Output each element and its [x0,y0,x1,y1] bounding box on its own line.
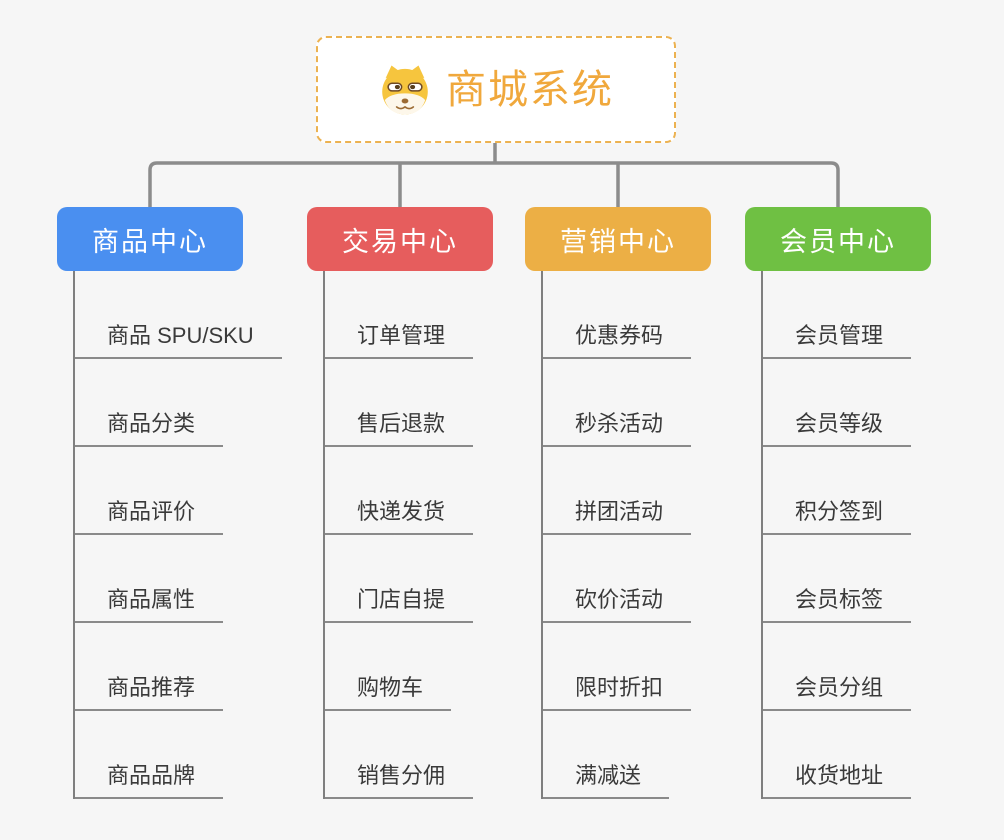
topic-item[interactable]: 售后退款 [325,359,474,447]
topic-item[interactable]: 会员标签 [763,535,912,623]
topic-item[interactable]: 快递发货 [325,447,474,535]
topic-item[interactable]: 满减送 [543,711,670,799]
dog-face-icon [382,65,428,114]
branch-member-center-children: 会员管理 会员等级 积分签到 会员标签 会员分组 收货地址 [761,271,912,799]
branch-member-center-box[interactable]: 会员中心 [745,207,931,271]
branch-product-center-children: 商品 SPU/SKU 商品分类 商品评价 商品属性 商品推荐 商品品牌 [73,271,282,799]
branch-marketing-center-children: 优惠券码 秒杀活动 拼团活动 砍价活动 限时折扣 满减送 [541,271,692,799]
branch-member-center: 会员中心 会员管理 会员等级 积分签到 会员标签 会员分组 收货地址 [745,207,931,799]
topic-item[interactable]: 秒杀活动 [543,359,692,447]
branch-trade-center-children: 订单管理 售后退款 快递发货 门店自提 购物车 销售分佣 [323,271,474,799]
branch-marketing-center-box[interactable]: 营销中心 [525,207,711,271]
topic-item[interactable]: 拼团活动 [543,447,692,535]
topic-item[interactable]: 优惠券码 [543,271,692,359]
topic-item[interactable]: 收货地址 [763,711,912,799]
topic-item[interactable]: 商品评价 [75,447,224,535]
topic-item[interactable]: 商品分类 [75,359,224,447]
branch-product-center-box[interactable]: 商品中心 [57,207,243,271]
root-topic[interactable]: 商城系统 [316,36,676,143]
topic-item[interactable]: 商品属性 [75,535,224,623]
topic-item[interactable]: 销售分佣 [325,711,474,799]
branch-trade-center-box[interactable]: 交易中心 [307,207,493,271]
topic-item[interactable]: 购物车 [325,623,452,711]
topic-item[interactable]: 商品推荐 [75,623,224,711]
topic-item[interactable]: 商品 SPU/SKU [75,271,282,359]
topic-item[interactable]: 砍价活动 [543,535,692,623]
topic-item[interactable]: 订单管理 [325,271,474,359]
topic-item[interactable]: 限时折扣 [543,623,692,711]
branch-marketing-center: 营销中心 优惠券码 秒杀活动 拼团活动 砍价活动 限时折扣 满减送 [525,207,711,799]
topic-item[interactable]: 积分签到 [763,447,912,535]
topic-item[interactable]: 会员等级 [763,359,912,447]
root-topic-label: 商城系统 [446,67,614,112]
topic-item[interactable]: 会员管理 [763,271,912,359]
branch-product-center: 商品中心 商品 SPU/SKU 商品分类 商品评价 商品属性 商品推荐 商品品牌 [57,207,282,799]
topic-item[interactable]: 会员分组 [763,623,912,711]
branch-trade-center: 交易中心 订单管理 售后退款 快递发货 门店自提 购物车 销售分佣 [307,207,493,799]
topic-item[interactable]: 门店自提 [325,535,474,623]
topic-item[interactable]: 商品品牌 [75,711,224,799]
